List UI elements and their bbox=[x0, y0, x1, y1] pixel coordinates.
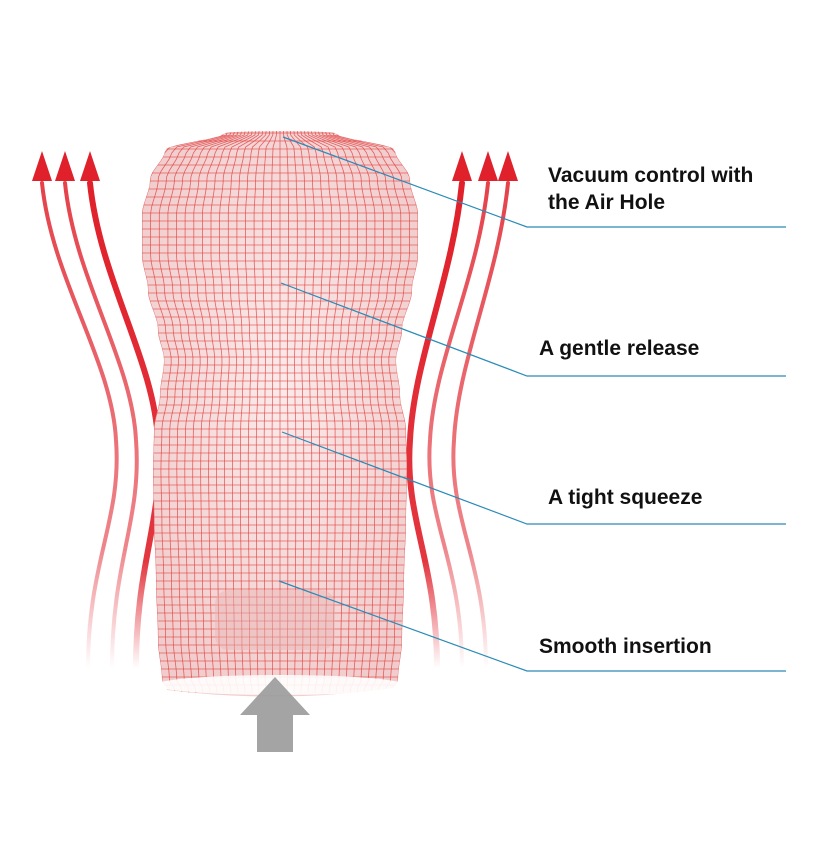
airflow-arrows-right bbox=[406, 151, 518, 671]
insertion-arrow-icon bbox=[240, 677, 310, 752]
arrow-head-icon bbox=[32, 151, 52, 181]
grid-column bbox=[271, 131, 277, 694]
callout-air-hole-line-1: Vacuum control with bbox=[548, 164, 754, 187]
arrow-head-icon bbox=[452, 151, 472, 181]
grid-column bbox=[227, 131, 260, 694]
grid-column bbox=[253, 131, 271, 694]
grid-column bbox=[193, 131, 246, 694]
grid-column bbox=[210, 131, 253, 694]
grid-column bbox=[283, 131, 289, 694]
callout-air-hole-line-2: the Air Hole bbox=[548, 191, 666, 214]
callout-tight-squeeze: A tight squeeze bbox=[548, 484, 702, 511]
airflow-arrow-right-1 bbox=[406, 180, 465, 671]
grid-column bbox=[245, 131, 267, 694]
airflow-arrow-left-1 bbox=[40, 181, 119, 670]
inner-sleeve-shadow bbox=[215, 590, 335, 650]
leader-line-air-hole bbox=[282, 136, 786, 228]
callout-tight-squeeze-text: A tight squeeze bbox=[548, 486, 703, 509]
grid-column bbox=[286, 131, 298, 694]
grid-column bbox=[236, 131, 264, 694]
callout-smooth-insertion: Smooth insertion bbox=[539, 633, 712, 660]
airflow-arrows-left bbox=[32, 151, 162, 671]
grid-column bbox=[314, 131, 367, 694]
grid-column bbox=[176, 131, 240, 694]
grid-column bbox=[331, 131, 410, 694]
arrow-head-icon bbox=[55, 151, 75, 181]
cup-body bbox=[142, 131, 418, 697]
grid-column bbox=[158, 131, 233, 694]
grid-column bbox=[167, 131, 236, 694]
grid-column bbox=[142, 131, 226, 694]
arrow-head-icon bbox=[478, 151, 498, 181]
grid-column bbox=[300, 131, 333, 694]
callout-air-hole: Vacuum control with the Air Hole bbox=[548, 162, 753, 216]
grid-column bbox=[303, 131, 341, 694]
callout-smooth-insertion-text: Smooth insertion bbox=[539, 635, 712, 658]
grid-column bbox=[320, 131, 384, 694]
grid-column bbox=[262, 131, 274, 694]
grid-column bbox=[150, 131, 229, 694]
grid-column bbox=[184, 131, 243, 694]
arrow-head-icon bbox=[80, 151, 100, 181]
callout-gentle-release-text: A gentle release bbox=[539, 337, 700, 360]
grid-column bbox=[317, 131, 376, 694]
grid-column bbox=[296, 131, 324, 694]
grid-column bbox=[289, 131, 307, 694]
leader-line-tight-squeeze bbox=[281, 431, 786, 525]
grid-column bbox=[310, 131, 358, 694]
airflow-arrow-right-3 bbox=[451, 181, 510, 670]
grid-column bbox=[202, 131, 250, 694]
arrow-head-icon bbox=[498, 151, 518, 181]
leader-lines bbox=[278, 136, 786, 672]
grid-column bbox=[219, 131, 257, 694]
airflow-arrow-left-2 bbox=[63, 181, 139, 670]
grid-column bbox=[324, 131, 393, 694]
grid-column bbox=[307, 131, 350, 694]
airflow-arrow-right-2 bbox=[427, 181, 490, 670]
leader-line-gentle-release bbox=[280, 282, 786, 377]
grid-column bbox=[327, 131, 402, 694]
callout-gentle-release: A gentle release bbox=[539, 335, 699, 362]
grid-column bbox=[293, 131, 315, 694]
grid-column bbox=[334, 131, 418, 694]
leader-line-smooth-insertion bbox=[278, 580, 786, 672]
